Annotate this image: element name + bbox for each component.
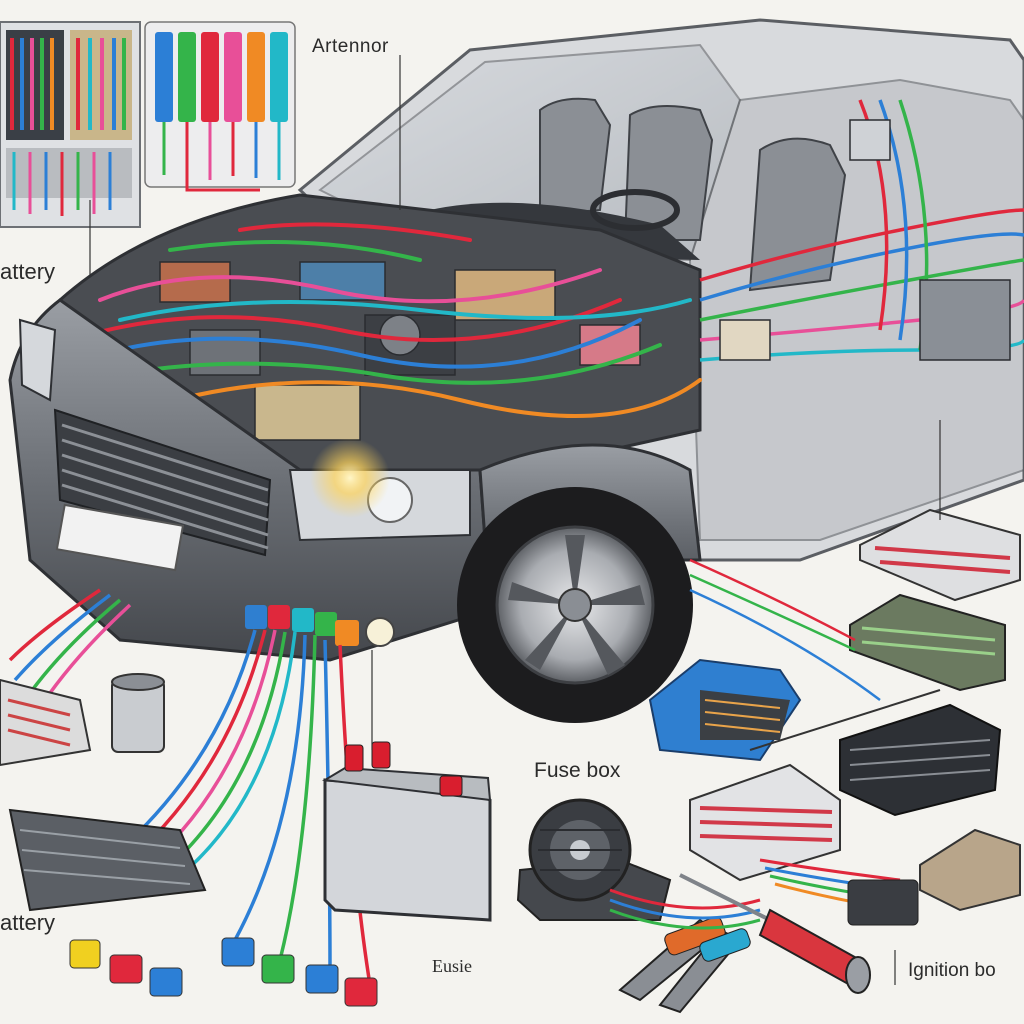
capacitor-icon — [111, 673, 165, 753]
wire-stripper-icon — [609, 888, 761, 1014]
battery-label-top: attery — [0, 259, 56, 284]
screwdriver-icon — [679, 873, 871, 994]
fuse-panel-icon — [0, 21, 141, 300]
relay-box-icon — [0, 678, 92, 767]
battery-icon — [321, 650, 492, 922]
fuse-strip-icon — [144, 21, 296, 192]
wire-connector-icon — [245, 605, 359, 646]
battery-label-bottom: attery — [0, 910, 56, 935]
wiring-harness-icon — [8, 588, 372, 986]
wire-connector-icon — [69, 937, 378, 1007]
relay-box-icon — [839, 703, 1002, 817]
fuse-box-label: Fuse box — [534, 759, 621, 782]
cooling-fan-icon — [516, 798, 672, 921]
relay-box-icon — [859, 508, 1021, 602]
relay-box-icon — [919, 828, 1021, 912]
car-cutaway-illustration — [8, 18, 1024, 723]
alternator-label: Artennor — [312, 36, 389, 57]
fuse-label: Eusie — [432, 956, 472, 976]
relay-box-icon — [648, 658, 941, 762]
ignition-box-label: Ignition bo — [908, 960, 996, 981]
relay-box-icon — [689, 558, 1006, 702]
relay-box-icon — [8, 808, 207, 912]
fuse-strip-icon — [689, 763, 919, 926]
